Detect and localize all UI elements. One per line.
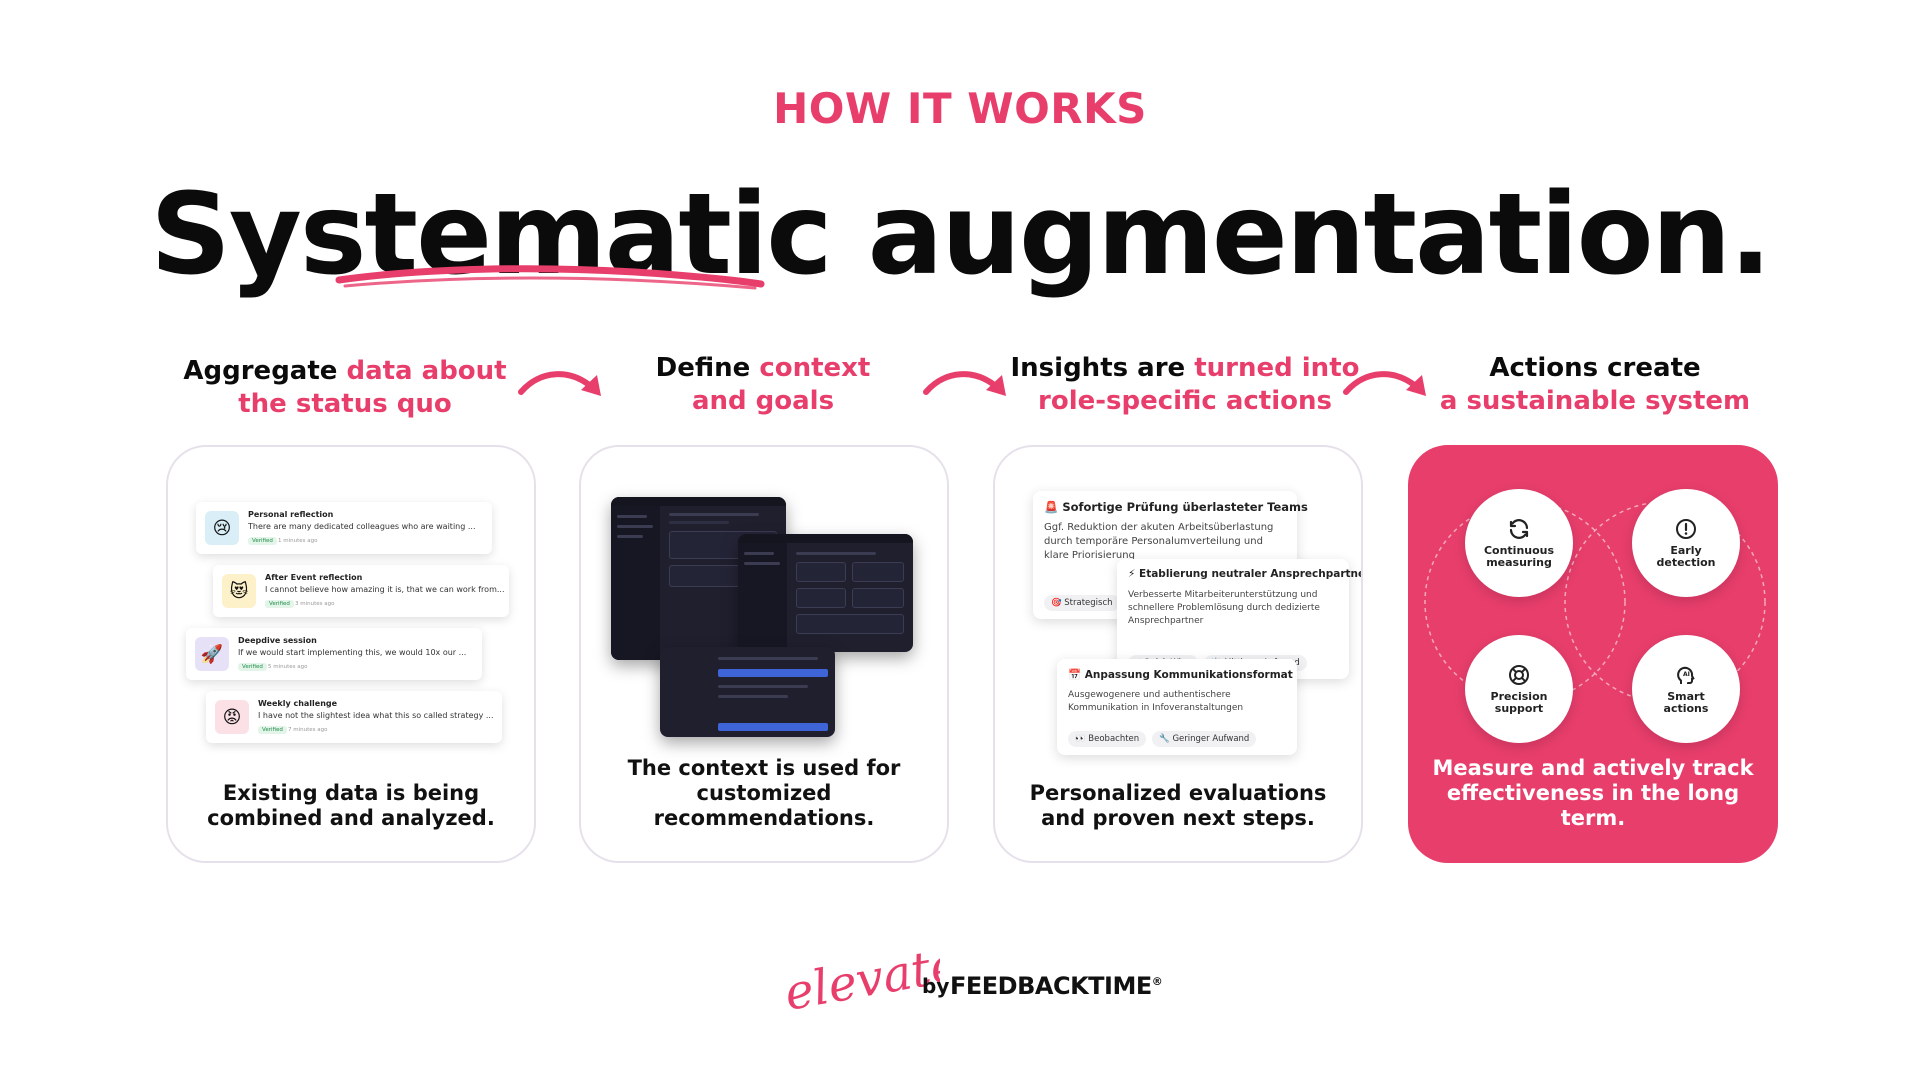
node-precision-support: Precision support bbox=[1465, 635, 1573, 743]
feedback-item: 🚀 Deepdive session If we would start imp… bbox=[186, 628, 482, 680]
emoji-icon: 🚀 bbox=[195, 637, 229, 671]
verified-badge: Verified bbox=[258, 726, 287, 734]
feedback-time: 5 minutes ago bbox=[268, 664, 308, 670]
feedback-time: 3 minutes ago bbox=[295, 601, 335, 607]
step-3-title-plain: Insights are bbox=[1010, 353, 1195, 383]
curved-arrow-icon bbox=[923, 371, 1006, 396]
node-early-detection: Early detection bbox=[1632, 489, 1740, 597]
action-card: 📅 Anpassung Kommunikationsformat Ausgewo… bbox=[1057, 659, 1297, 755]
emoji-icon: 😡 bbox=[215, 700, 249, 734]
action-tag: 🎯 Strategisch bbox=[1044, 595, 1120, 611]
card-caption: The context is used for customized recom… bbox=[627, 756, 901, 830]
curved-arrow-icon bbox=[518, 371, 601, 396]
curved-arrow-icon bbox=[1343, 371, 1426, 396]
card-caption: Existing data is being combined and anal… bbox=[207, 781, 495, 830]
feedback-item: 😻 After Event reflection I cannot believ… bbox=[213, 565, 509, 617]
page-title: Systematic augmentation. bbox=[150, 170, 1772, 300]
svg-text:AI: AI bbox=[1683, 671, 1690, 678]
step-2-title-plain: Define bbox=[655, 353, 760, 383]
node-label: Smart actions bbox=[1663, 690, 1709, 715]
step-3-title-accent-2: role-specific actions bbox=[1038, 386, 1332, 416]
feedback-time: 1 minutes ago bbox=[278, 538, 318, 544]
step-4-title: Actions create a sustainable system bbox=[1405, 352, 1785, 418]
feedback-text: I have not the slightest idea what this … bbox=[258, 711, 494, 720]
step-1-title-accent: data about bbox=[346, 356, 507, 386]
action-body: Ggf. Reduktion der akuten Arbeitsüberlas… bbox=[1044, 522, 1274, 561]
node-continuous-measuring: Continuous measuring bbox=[1465, 489, 1573, 597]
feedback-title: After Event reflection bbox=[265, 573, 363, 582]
registered-mark: ® bbox=[1151, 975, 1163, 988]
siren-icon: 🚨 bbox=[1044, 500, 1059, 514]
app-screenshot bbox=[738, 534, 913, 652]
verified-badge: Verified bbox=[265, 600, 294, 608]
step-1-title-plain: Aggregate bbox=[183, 356, 347, 386]
elevate-logo: elevate bbox=[780, 936, 940, 1022]
lightning-icon: ⚡ bbox=[1128, 568, 1136, 580]
node-smart-actions: AI Smart actions bbox=[1632, 635, 1740, 743]
app-screenshot bbox=[660, 647, 835, 737]
step-2-title-accent: context bbox=[759, 353, 871, 383]
action-tag: 🔧 Geringer Aufwand bbox=[1152, 731, 1257, 747]
step-1-title-accent-2: the status quo bbox=[238, 389, 452, 419]
emoji-icon: 😻 bbox=[222, 574, 256, 608]
action-title: Sofortige Prüfung überlasteter Teams bbox=[1062, 500, 1308, 514]
verified-badge: Verified bbox=[248, 537, 277, 545]
brush-underline bbox=[335, 265, 765, 290]
feedback-text: There are many dedicated colleagues who … bbox=[248, 522, 476, 531]
step-4-title-plain: Actions create bbox=[1489, 353, 1701, 383]
section-eyebrow: HOW IT WORKS bbox=[773, 84, 1147, 133]
logo-brand: elevate bbox=[780, 936, 940, 1022]
node-label: Early detection bbox=[1656, 544, 1716, 569]
card-aggregate-data: 😢 Personal reflection There are many ded… bbox=[166, 445, 536, 863]
card-role-actions: 🚨 Sofortige Prüfung überlasteter Teams G… bbox=[993, 445, 1363, 863]
emoji-icon: 😢 bbox=[205, 511, 239, 545]
feedback-text: If we would start implementing this, we … bbox=[238, 648, 467, 657]
logo-by: by bbox=[922, 974, 950, 998]
action-title: Etablierung neutraler Ansprechpartner bbox=[1139, 568, 1363, 580]
action-body: Ausgewogenere und authentischere Kommuni… bbox=[1068, 690, 1244, 713]
action-body: Verbesserte Mitarbeiterunterstützung und… bbox=[1128, 590, 1320, 626]
card-sustainable-system: Continuous measuring Early detection Pre… bbox=[1408, 445, 1778, 863]
action-tag: 👀 Beobachten bbox=[1068, 731, 1147, 747]
verified-badge: Verified bbox=[238, 663, 267, 671]
step-4-title-accent-2: a sustainable system bbox=[1439, 386, 1751, 416]
action-title: Anpassung Kommunikationsformat bbox=[1084, 669, 1293, 681]
node-label: Precision support bbox=[1490, 690, 1548, 715]
refresh-icon bbox=[1509, 519, 1529, 539]
feedback-item: 😢 Personal reflection There are many ded… bbox=[196, 502, 492, 554]
step-3-title-accent: turned into bbox=[1194, 353, 1360, 383]
step-3-title: Insights are turned into role-specific a… bbox=[995, 352, 1375, 418]
card-caption: Measure and actively track effectiveness… bbox=[1432, 756, 1754, 830]
node-label: Continuous measuring bbox=[1483, 544, 1555, 569]
feedback-item: 😡 Weekly challenge I have not the slight… bbox=[206, 691, 502, 743]
logo-company-name: FEEDBACKTIME bbox=[950, 972, 1152, 1000]
feedback-title: Personal reflection bbox=[248, 510, 334, 519]
step-2-title-accent-2: and goals bbox=[691, 386, 835, 416]
card-define-context: The context is used for customized recom… bbox=[579, 445, 949, 863]
alert-circle-icon bbox=[1676, 519, 1696, 539]
ai-head-icon: AI bbox=[1677, 666, 1695, 684]
feedback-title: Weekly challenge bbox=[258, 699, 338, 708]
feedback-title: Deepdive session bbox=[238, 636, 317, 645]
calendar-icon: 📅 bbox=[1068, 669, 1082, 681]
logo-company: FEEDBACKTIME® bbox=[950, 972, 1163, 1000]
step-1-title: Aggregate data about the status quo bbox=[155, 355, 535, 421]
card-caption: Personalized evaluations and proven next… bbox=[1029, 781, 1327, 830]
dashed-rings bbox=[1424, 501, 1766, 703]
lifebuoy-icon bbox=[1509, 665, 1529, 685]
feedback-time: 7 minutes ago bbox=[288, 727, 328, 733]
step-2-title: Define context and goals bbox=[573, 352, 953, 418]
feedback-text: I cannot believe how amazing it is, that… bbox=[265, 585, 505, 594]
